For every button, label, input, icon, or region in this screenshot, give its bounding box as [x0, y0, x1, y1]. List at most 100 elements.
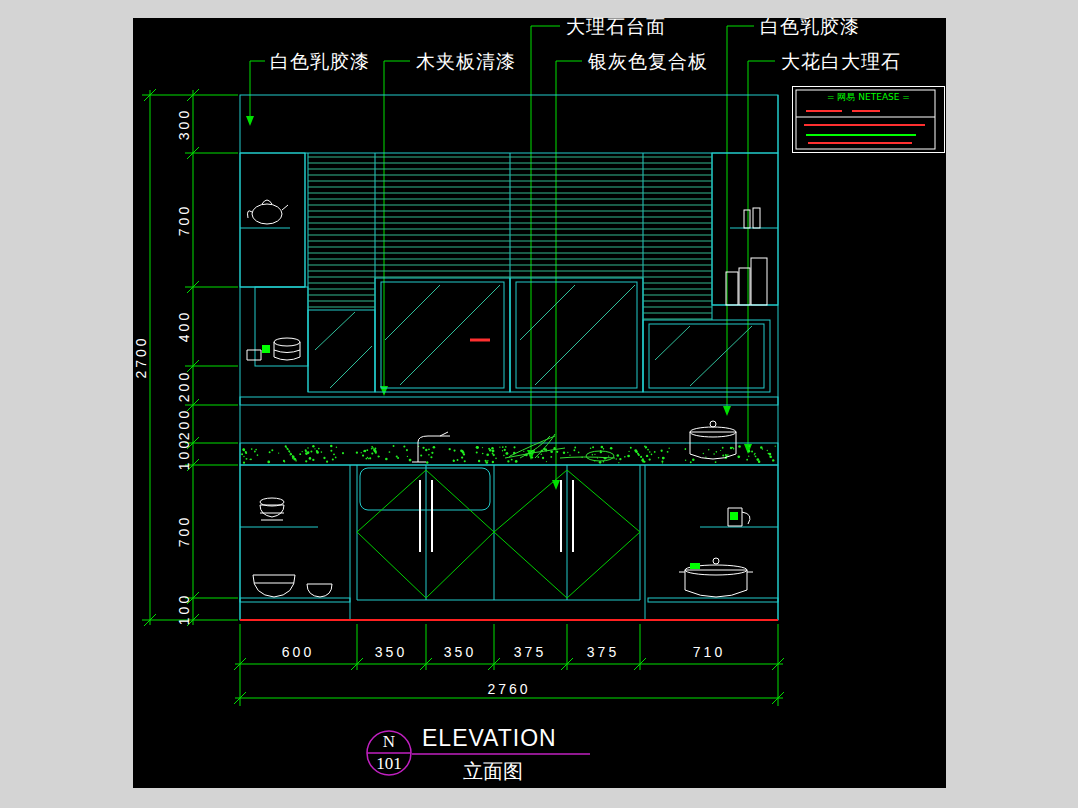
- dimension-text: 100: [177, 593, 192, 625]
- louver-slat: [308, 247, 712, 248]
- marble-speckle: [751, 451, 753, 453]
- marble-speckle: [461, 456, 463, 458]
- louver-slat: [308, 265, 712, 266]
- marble-speckle: [287, 449, 288, 450]
- marble-speckle: [769, 456, 772, 459]
- marble-speckle: [608, 455, 609, 456]
- marble-speckle: [489, 449, 491, 451]
- callout-label: 白色乳胶漆: [270, 51, 370, 72]
- marble-speckle: [578, 451, 580, 453]
- marble-speckle: [601, 446, 604, 449]
- marble-speckle: [755, 455, 757, 457]
- marble-speckle: [301, 451, 302, 452]
- marble-speckle: [616, 458, 617, 459]
- marble-speckle: [299, 453, 301, 455]
- marble-speckle: [309, 457, 312, 460]
- marble-speckle: [428, 448, 430, 450]
- dimension-text: 375: [514, 645, 546, 660]
- dimension-text: 2700: [134, 335, 149, 378]
- marble-speckle: [389, 451, 391, 453]
- marble-speckle: [767, 450, 768, 451]
- louver-slat: [308, 271, 712, 272]
- louver-slat: [308, 205, 712, 206]
- marble-speckle: [662, 457, 665, 460]
- marble-speckle: [713, 453, 715, 455]
- marble-speckle: [733, 448, 734, 449]
- marble-speckle: [393, 445, 395, 447]
- marble-speckle: [515, 460, 518, 463]
- marble-speckle: [321, 451, 323, 453]
- louver-slat: [308, 223, 712, 224]
- marble-speckle: [775, 446, 776, 447]
- tag-letter: N: [383, 733, 395, 751]
- marble-speckle: [314, 448, 315, 449]
- marble-speckle: [685, 448, 686, 449]
- marble-speckle: [592, 446, 594, 448]
- dimension-text: 200: [177, 408, 192, 440]
- elevation-tag-circle: N 101: [366, 730, 412, 776]
- marble-speckle: [336, 446, 337, 447]
- marble-speckle: [406, 449, 408, 451]
- marble-speckle: [738, 445, 741, 448]
- marble-speckle: [722, 454, 724, 456]
- marble-speckle: [289, 451, 290, 452]
- louver-slat: [308, 235, 712, 236]
- marble-speckle: [335, 457, 337, 459]
- dim-tick: [187, 281, 199, 293]
- marble-speckle: [504, 449, 506, 451]
- marble-speckle: [630, 447, 632, 449]
- marble-speckle: [312, 459, 314, 461]
- tag-number: 101: [376, 755, 402, 773]
- marble-speckle: [363, 450, 365, 452]
- marble-speckle: [369, 457, 371, 459]
- marble-speckle: [332, 458, 334, 460]
- marble-speckle: [476, 446, 479, 449]
- marble-speckle: [513, 446, 515, 448]
- marble-speckle: [428, 454, 430, 456]
- dim-tick: [144, 89, 156, 101]
- marble-speckle: [727, 454, 729, 456]
- marble-speckle: [758, 460, 760, 462]
- marble-speckle: [420, 454, 422, 456]
- louver-slat: [308, 157, 712, 158]
- marble-speckle: [506, 452, 508, 454]
- marble-speckle: [367, 457, 368, 458]
- marble-speckle: [286, 446, 287, 447]
- marble-speckle: [491, 447, 493, 449]
- dimension-text: 350: [375, 645, 407, 660]
- marble-speckle: [318, 448, 320, 450]
- marble-speckle: [668, 448, 669, 449]
- marble-speckle: [542, 457, 544, 459]
- louver-slat: [308, 277, 712, 278]
- marble-speckle: [245, 452, 247, 454]
- louver-slat: [643, 307, 712, 308]
- marble-speckle: [478, 460, 480, 462]
- marble-speckle: [371, 453, 373, 455]
- callout-label: 白色乳胶漆: [760, 16, 860, 37]
- marble-speckle: [505, 452, 508, 455]
- louver-slat: [308, 295, 375, 296]
- marble-speckle: [407, 456, 408, 457]
- marble-speckle: [255, 449, 257, 451]
- marble-speckle: [385, 458, 388, 461]
- marble-speckle: [333, 453, 335, 455]
- dimension-text: 600: [282, 645, 314, 660]
- dimension-text: 200: [177, 370, 192, 402]
- drawing-caption: 立面图: [463, 760, 523, 782]
- marble-speckle: [499, 446, 500, 447]
- marble-speckle: [692, 458, 694, 460]
- marble-speckle: [654, 451, 656, 453]
- marble-speckle: [642, 460, 644, 462]
- marble-speckle: [715, 461, 717, 463]
- marble-speckle: [453, 460, 455, 462]
- marble-speckle: [356, 452, 358, 454]
- marble-speckle: [316, 450, 318, 452]
- marble-speckle: [550, 456, 552, 458]
- marble-speckle: [770, 456, 771, 457]
- marble-speckle: [430, 456, 432, 458]
- marble-speckle: [307, 451, 310, 454]
- marble-speckle: [243, 462, 245, 464]
- marble-speckle: [290, 454, 292, 456]
- marble-speckle: [241, 453, 243, 455]
- dimension-text: 710: [693, 645, 725, 660]
